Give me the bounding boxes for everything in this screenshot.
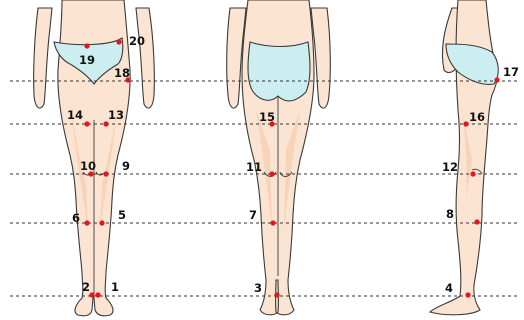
point-1: [95, 292, 100, 297]
point-8: [474, 219, 479, 224]
label-1: 1: [111, 280, 119, 294]
point-9: [103, 171, 108, 176]
point-19: [84, 43, 89, 48]
point-13: [103, 121, 108, 126]
point-14: [84, 121, 89, 126]
point-11: [269, 171, 274, 176]
point-5: [99, 220, 104, 225]
point-20: [116, 39, 121, 44]
label-4: 4: [445, 281, 453, 295]
label-17: 17: [503, 65, 519, 79]
label-12: 12: [442, 160, 458, 174]
label-15: 15: [259, 110, 275, 124]
point-4: [465, 292, 470, 297]
label-9: 9: [122, 159, 130, 173]
label-8: 8: [446, 207, 454, 221]
back-view-figure: [227, 0, 331, 315]
label-6: 6: [72, 211, 80, 225]
label-20: 20: [129, 34, 145, 48]
label-2: 2: [82, 280, 90, 294]
side-view-figure: [430, 0, 498, 315]
label-10: 10: [80, 159, 96, 173]
label-16: 16: [469, 110, 485, 124]
point-2: [89, 292, 94, 297]
point-12: [470, 171, 475, 176]
label-3: 3: [254, 281, 262, 295]
label-5: 5: [118, 208, 126, 222]
label-13: 13: [108, 108, 124, 122]
point-6: [84, 220, 89, 225]
label-18: 18: [114, 66, 130, 80]
point-17: [494, 77, 499, 82]
label-7: 7: [249, 208, 257, 222]
point-7: [270, 220, 275, 225]
label-11: 11: [246, 160, 262, 174]
point-16: [463, 121, 468, 126]
label-19: 19: [79, 53, 95, 67]
point-3: [274, 292, 279, 297]
label-14: 14: [67, 108, 83, 122]
